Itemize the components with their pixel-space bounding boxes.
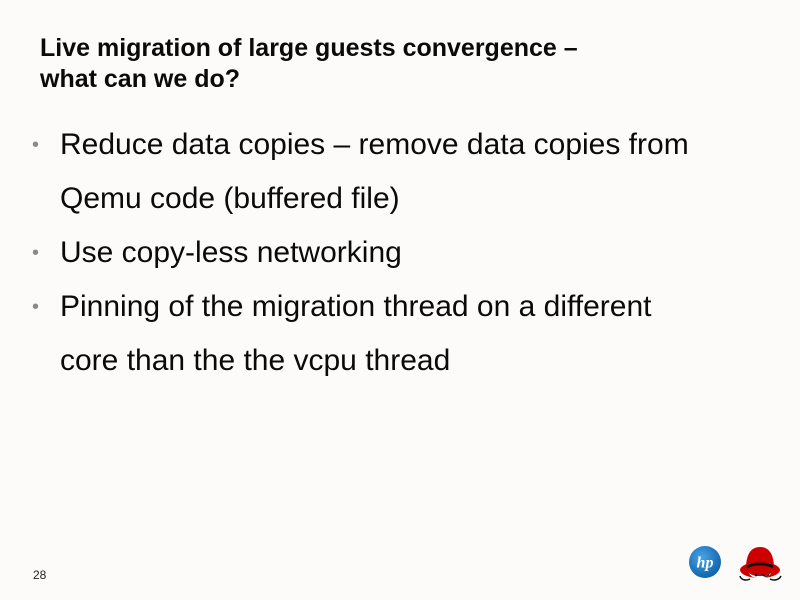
bullet-line: Pinning of the migration thread on a dif… — [60, 290, 652, 323]
bullet-text: Reduce data copies – remove data copies … — [60, 118, 772, 226]
redhat-logo-icon — [739, 547, 782, 581]
bullet-item: • Use copy-less networking — [32, 226, 772, 280]
bullet-text: Pinning of the migration thread on a dif… — [60, 280, 772, 388]
bullet-text: Use copy-less networking — [60, 226, 772, 280]
bullet-line: Reduce data copies – remove data copies … — [60, 128, 689, 161]
hp-logo-text: hp — [697, 555, 714, 572]
bullet-item: • Reduce data copies – remove data copie… — [32, 118, 772, 226]
bullet-list: • Reduce data copies – remove data copie… — [32, 118, 772, 388]
bullet-line: Use copy-less networking — [60, 236, 402, 269]
page-number: 28 — [33, 568, 47, 582]
hp-logo-icon: hp — [689, 546, 721, 578]
bullet-dot-icon: • — [32, 296, 40, 318]
bullet-line: core than the the vcpu thread — [60, 344, 451, 377]
slide-title: Live migration of large guests convergen… — [40, 33, 760, 95]
bullet-dot-icon: • — [32, 242, 40, 264]
slide-title-line-1: Live migration of large guests convergen… — [40, 34, 578, 62]
bullet-dot-icon: • — [32, 134, 40, 156]
bullet-item: • Pinning of the migration thread on a d… — [32, 280, 772, 388]
slide-title-line-2: what can we do? — [40, 65, 241, 93]
bullet-line: Qemu code (buffered file) — [60, 182, 400, 215]
